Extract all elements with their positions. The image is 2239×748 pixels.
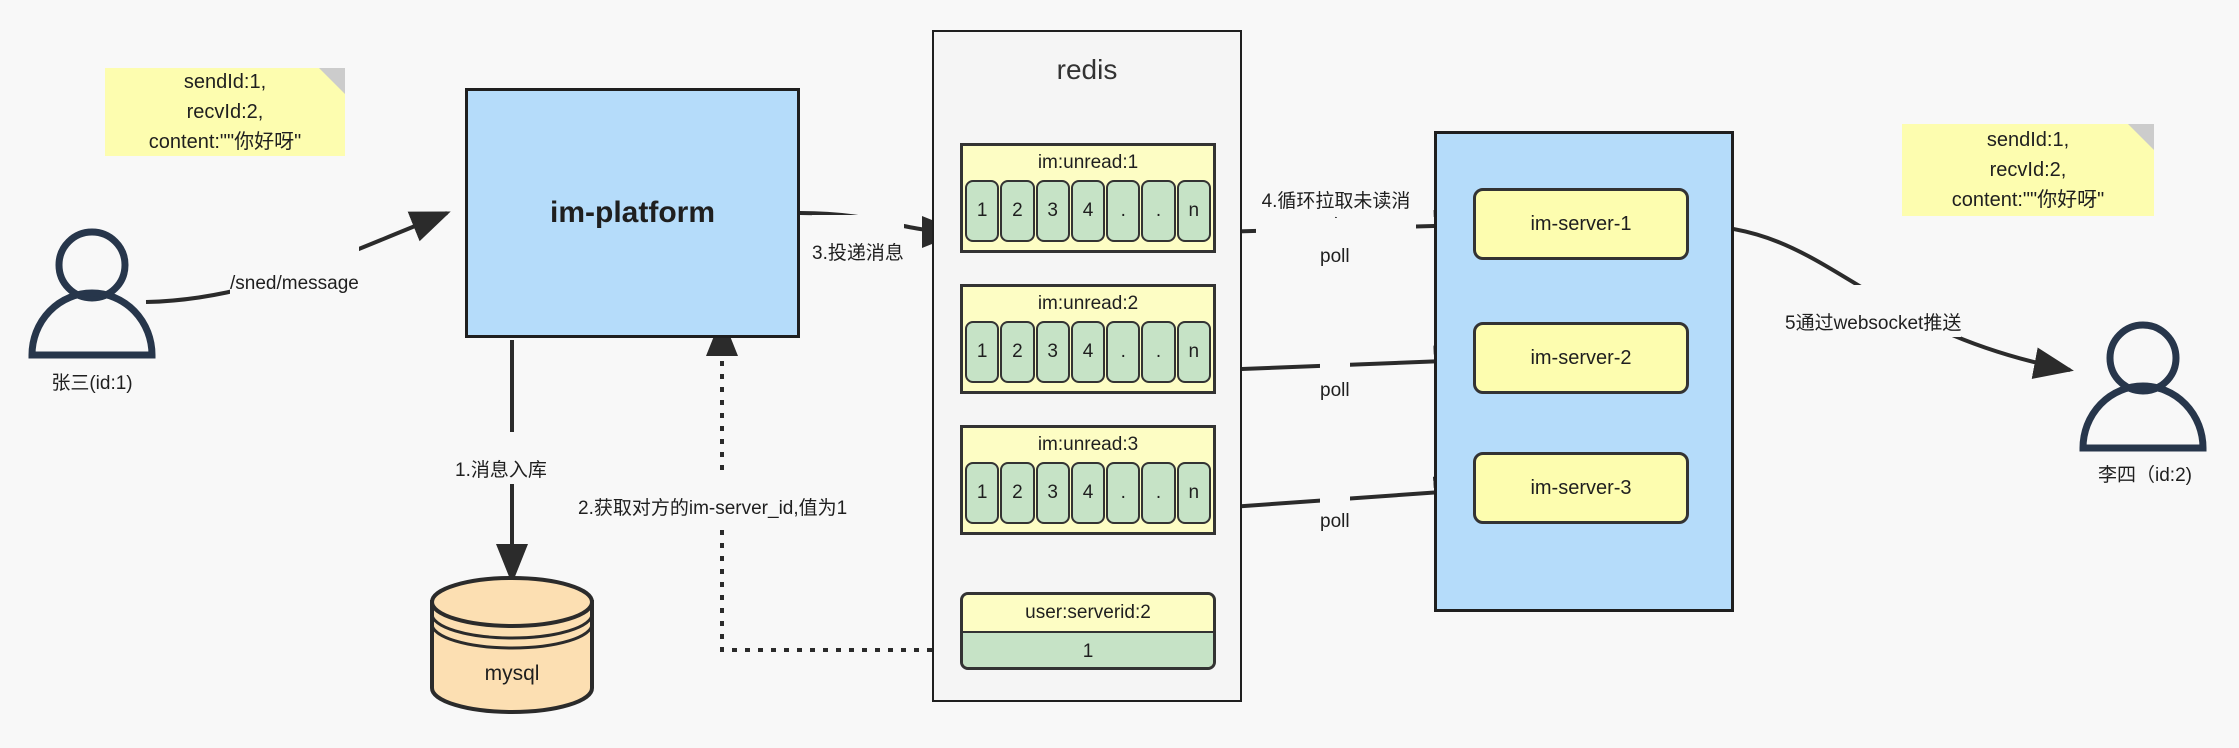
redis-cell[interactable]: . xyxy=(1141,321,1176,383)
step5-text: 5通过websocket推送 xyxy=(1785,313,1962,334)
redis-cell[interactable]: 3 xyxy=(1035,180,1070,242)
poll2-text: poll xyxy=(1320,380,1350,401)
edge-label-step5: 5通过websocket推送 xyxy=(1785,285,1962,337)
redis-kv-key: user:serverid:2 xyxy=(963,595,1213,631)
send-message-text: /sned/message xyxy=(230,273,359,294)
im-server-2-label: im-server-2 xyxy=(1530,346,1632,369)
redis-list-im-unread-2[interactable]: im:unread:2 1 2 3 4 . . n xyxy=(960,284,1216,394)
poll1-text: poll xyxy=(1320,246,1350,267)
redis-cell[interactable]: 4 xyxy=(1070,321,1106,383)
redis-list-key: im:unread:1 xyxy=(963,146,1213,180)
note-left-text: sendId:1, recvId:2, content:""你好呀" xyxy=(148,71,302,153)
note-right-payload: sendId:1, recvId:2, content:""你好呀" xyxy=(1902,124,2154,216)
redis-list-key: im:unread:2 xyxy=(963,287,1213,321)
redis-cell[interactable]: 1 xyxy=(965,180,1000,242)
step1-text: 1.消息入库 xyxy=(455,460,547,481)
note-left-payload: sendId:1, recvId:2, content:""你好呀" xyxy=(105,68,345,156)
im-platform-box[interactable]: im-platform xyxy=(465,88,800,338)
redis-cell[interactable]: . xyxy=(1106,321,1141,383)
note-fold-corner-icon xyxy=(2128,124,2154,150)
redis-list-key: im:unread:3 xyxy=(963,428,1213,462)
edge-label-step2: 2.获取对方的im-server_id,值为1 xyxy=(578,470,848,522)
redis-cell[interactable]: 4 xyxy=(1070,462,1106,524)
im-platform-label: im-platform xyxy=(550,196,715,229)
poll3-text: poll xyxy=(1320,511,1350,532)
edge-label-poll-1: poll xyxy=(1320,218,1350,270)
redis-cell[interactable]: . xyxy=(1141,180,1176,242)
redis-cell[interactable]: 1 xyxy=(965,462,1000,524)
redis-cell[interactable]: 1 xyxy=(965,321,1000,383)
redis-cell[interactable]: . xyxy=(1141,462,1176,524)
edge-label-poll-2: poll xyxy=(1320,352,1350,404)
redis-cell[interactable]: 3 xyxy=(1035,321,1070,383)
redis-list-im-unread-1[interactable]: im:unread:1 1 2 3 4 . . n xyxy=(960,143,1216,253)
redis-list-cells: 1 2 3 4 . . n xyxy=(963,180,1213,244)
redis-list-cells: 1 2 3 4 . . n xyxy=(963,321,1213,385)
edge-label-step1: 1.消息入库 xyxy=(455,432,547,484)
redis-title: redis xyxy=(1056,54,1118,85)
im-server-3-label: im-server-3 xyxy=(1530,476,1632,499)
redis-cell[interactable]: . xyxy=(1106,180,1141,242)
redis-list-cells: 1 2 3 4 . . n xyxy=(963,462,1213,526)
mysql-label: mysql xyxy=(484,662,540,685)
step2-text: 2.获取对方的im-server_id,值为1 xyxy=(578,498,848,519)
im-server-1-label: im-server-1 xyxy=(1530,212,1632,235)
receiver-actor-icon xyxy=(2079,321,2207,452)
im-server-1-node[interactable]: im-server-1 xyxy=(1473,188,1689,260)
im-server-2-node[interactable]: im-server-2 xyxy=(1473,322,1689,394)
step3-text: 3.投递消息 xyxy=(812,243,904,264)
redis-cell[interactable]: 4 xyxy=(1070,180,1106,242)
edge-label-step3: 3.投递消息 xyxy=(812,215,904,267)
redis-cell[interactable]: 2 xyxy=(1000,462,1035,524)
redis-cell[interactable]: n xyxy=(1176,462,1211,524)
sender-label-text: 张三(id:1) xyxy=(51,373,133,394)
mysql-node[interactable]: mysql xyxy=(432,578,592,712)
im-server-3-node[interactable]: im-server-3 xyxy=(1473,452,1689,524)
note-fold-corner-icon xyxy=(319,68,345,94)
redis-cell[interactable]: n xyxy=(1176,321,1211,383)
redis-cell[interactable]: 2 xyxy=(1000,321,1035,383)
redis-cell[interactable]: n xyxy=(1176,180,1211,242)
sender-actor-icon xyxy=(28,228,156,359)
sender-actor-label: 张三(id:1) xyxy=(12,368,172,395)
receiver-label-text: 李四（id:2) xyxy=(2098,465,2192,486)
redis-kv-value: 1 xyxy=(963,631,1213,667)
redis-kv-user-serverid[interactable]: user:serverid:2 1 xyxy=(960,592,1216,670)
redis-list-im-unread-3[interactable]: im:unread:3 1 2 3 4 . . n xyxy=(960,425,1216,535)
redis-cell[interactable]: 2 xyxy=(1000,180,1035,242)
note-right-text: sendId:1, recvId:2, content:""你好呀" xyxy=(1951,129,2105,211)
edge-label-poll-3: poll xyxy=(1320,483,1350,535)
redis-cell[interactable]: . xyxy=(1106,462,1141,524)
receiver-actor-label: 李四（id:2) xyxy=(2060,460,2230,487)
edge-label-send-message: /sned/message xyxy=(230,245,359,297)
redis-cell[interactable]: 3 xyxy=(1035,462,1070,524)
